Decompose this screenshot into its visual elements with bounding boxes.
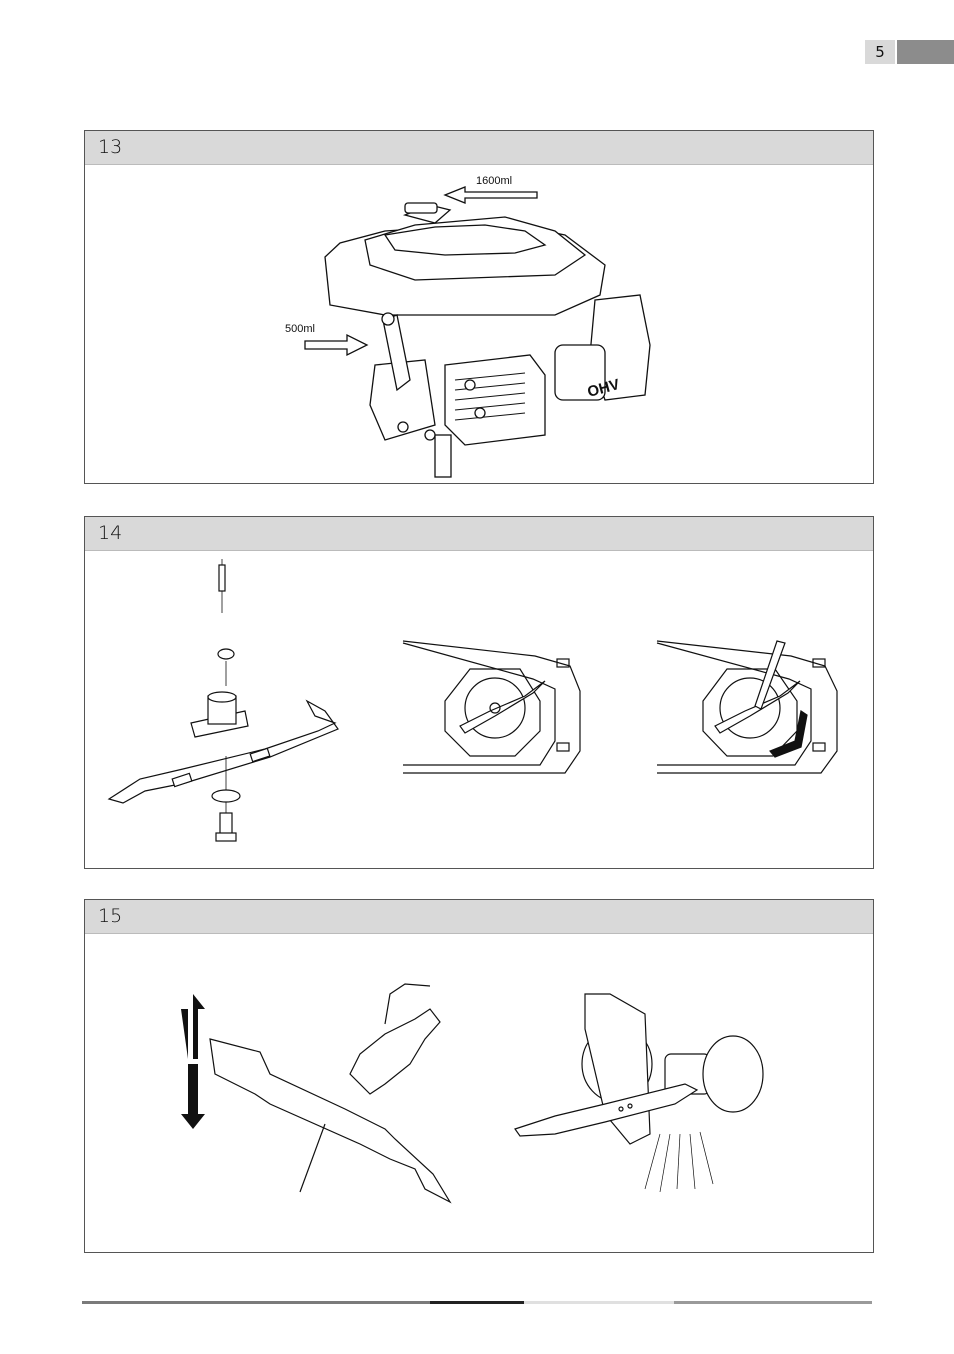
top-arrow-label: 1600ml	[476, 175, 512, 187]
footer-stripe-4	[674, 1301, 872, 1304]
footer-stripe-1	[82, 1301, 430, 1304]
figure-15-panel: 15	[84, 899, 874, 1253]
page-number: 5	[865, 40, 895, 64]
footer-stripe-3	[524, 1301, 674, 1304]
footer-stripe-2	[430, 1301, 524, 1304]
deck-view-1	[403, 641, 580, 773]
page-tab-marker	[897, 40, 954, 64]
figure-14-number: 14	[85, 517, 873, 551]
deck-view-2	[657, 641, 837, 773]
figure-14-panel: 14	[84, 516, 874, 869]
figure-13-number: 13	[85, 131, 873, 165]
figure-15-number: 15	[85, 900, 873, 934]
side-arrow-label: 500ml	[285, 323, 315, 335]
engine-oil-illustration: OHV 1600ml 500ml	[85, 165, 873, 483]
blade-mounting-illustration	[85, 551, 873, 869]
figure-13-panel: 13	[84, 130, 874, 484]
blade-balancing-sharpening-illustration	[85, 934, 873, 1252]
